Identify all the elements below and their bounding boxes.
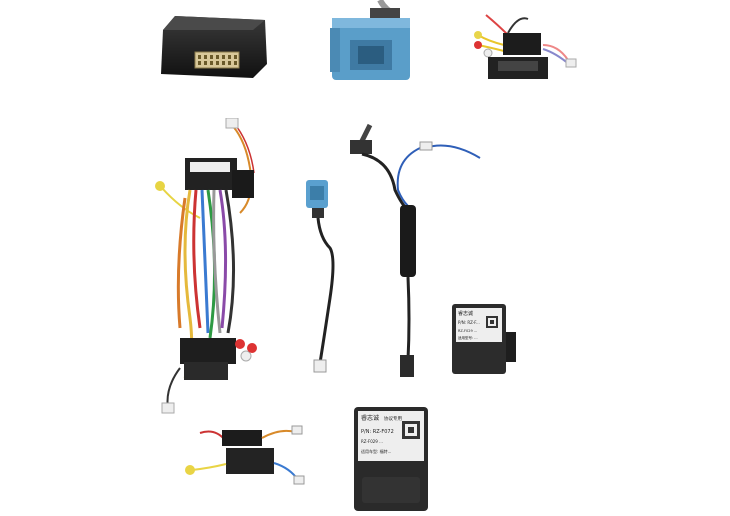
decoder-large-line2: RZ-F029 ... (361, 439, 383, 444)
decoder-large-brand: 睿志诚 (361, 414, 379, 422)
bottom-wire-harness (180, 418, 310, 493)
decoder-box-small: 睿志诚 P/N: RZ-F... RZ-F029 ... 适用型号: ... (450, 302, 520, 382)
decoder-small-line3: 适用型号: ... (458, 335, 478, 340)
decoder-large-pn: P/N: RZ-F072 (361, 429, 394, 435)
decoder-large-tag: 协议专用 (384, 415, 402, 422)
decoder-small-pn: P/N: RZ-F... (458, 320, 480, 325)
main-wire-harness (150, 118, 270, 418)
small-wire-harness (458, 5, 583, 90)
blue-plug-connector (320, 0, 420, 85)
blue-connector-cable (300, 178, 350, 378)
antenna-adapter-cable (340, 120, 490, 385)
decoder-small-line2: RZ-F029 ... (458, 329, 477, 333)
decoder-small-brand: 睿志诚 (458, 310, 473, 317)
adapter-box-connector (155, 12, 270, 82)
decoder-large-line3: 适用车型: 福特... (361, 448, 391, 454)
decoder-box-large: 睿志诚 协议专用 P/N: RZ-F072 RZ-F029 ... 适用车型: … (352, 405, 432, 515)
